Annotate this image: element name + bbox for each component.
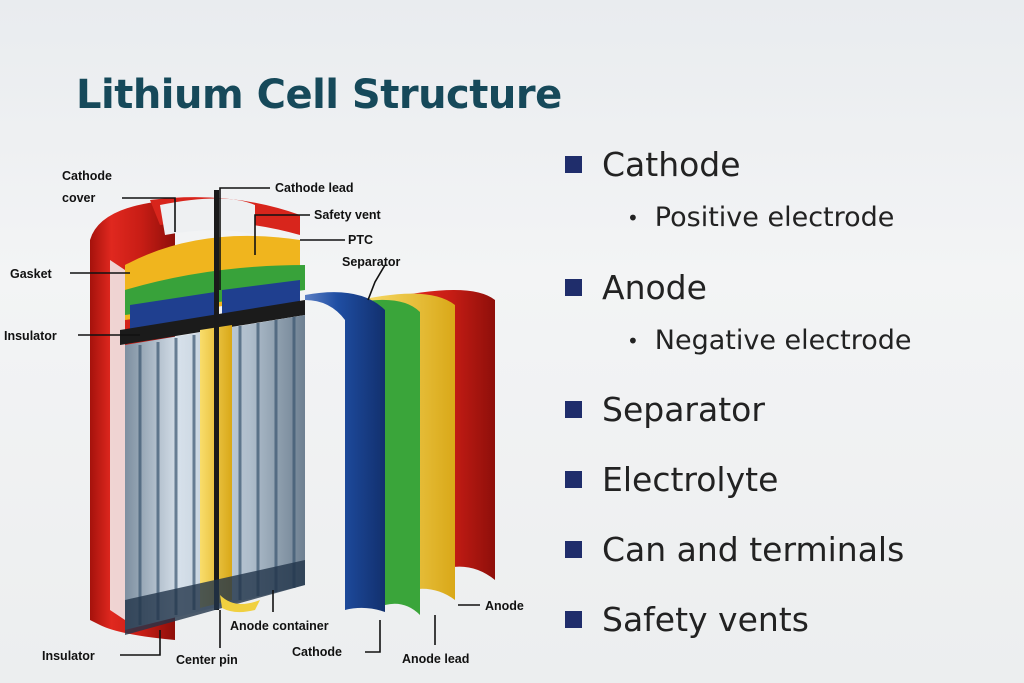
square-bullet-icon (565, 401, 582, 418)
sub-bullet-positive-electrode: • Positive electrode (627, 202, 895, 233)
square-bullet-icon (565, 471, 582, 488)
slide-title: Lithium Cell Structure (76, 72, 562, 118)
label-cathode-lead: Cathode lead (275, 181, 354, 195)
sub-bullet-negative-electrode: • Negative electrode (627, 325, 912, 356)
label-gasket: Gasket (10, 267, 53, 281)
label-cathode-cover-2: cover (62, 191, 95, 205)
bullet-electrolyte: Electrolyte (565, 460, 778, 499)
square-bullet-icon (565, 156, 582, 173)
label-insulator-bottom: Insulator (42, 649, 95, 663)
bullet-can-and-terminals: Can and terminals (565, 530, 904, 569)
label-separator: Separator (342, 255, 400, 269)
anode-sheet (305, 292, 385, 612)
label-safety-vent: Safety vent (314, 208, 382, 222)
label-cathode-cover-1: Cathode (62, 169, 112, 183)
bullet-separator: Separator (565, 390, 765, 429)
label-anode: Anode (485, 599, 524, 613)
square-bullet-icon (565, 611, 582, 628)
dot-bullet-icon: • (627, 328, 639, 353)
square-bullet-icon (565, 541, 582, 558)
bullet-cathode: Cathode (565, 145, 741, 184)
square-bullet-icon (565, 279, 582, 296)
bullet-safety-vents: Safety vents (565, 600, 809, 639)
battery-diagram: Cathode cover Cathode lead Safety vent P… (4, 169, 524, 667)
can-back-sheet (380, 290, 495, 580)
dot-bullet-icon: • (627, 205, 639, 230)
label-center-pin: Center pin (176, 653, 238, 667)
label-ptc: PTC (348, 233, 373, 247)
label-insulator-top: Insulator (4, 329, 57, 343)
bullet-anode: Anode (565, 268, 707, 307)
cathode-cover (160, 198, 255, 235)
label-anode-container: Anode container (230, 619, 329, 633)
separator-sheet (345, 299, 420, 615)
electrode-roll (125, 190, 305, 635)
cathode-sheet (360, 293, 455, 600)
label-anode-lead: Anode lead (402, 652, 469, 666)
label-cathode: Cathode (292, 645, 342, 659)
